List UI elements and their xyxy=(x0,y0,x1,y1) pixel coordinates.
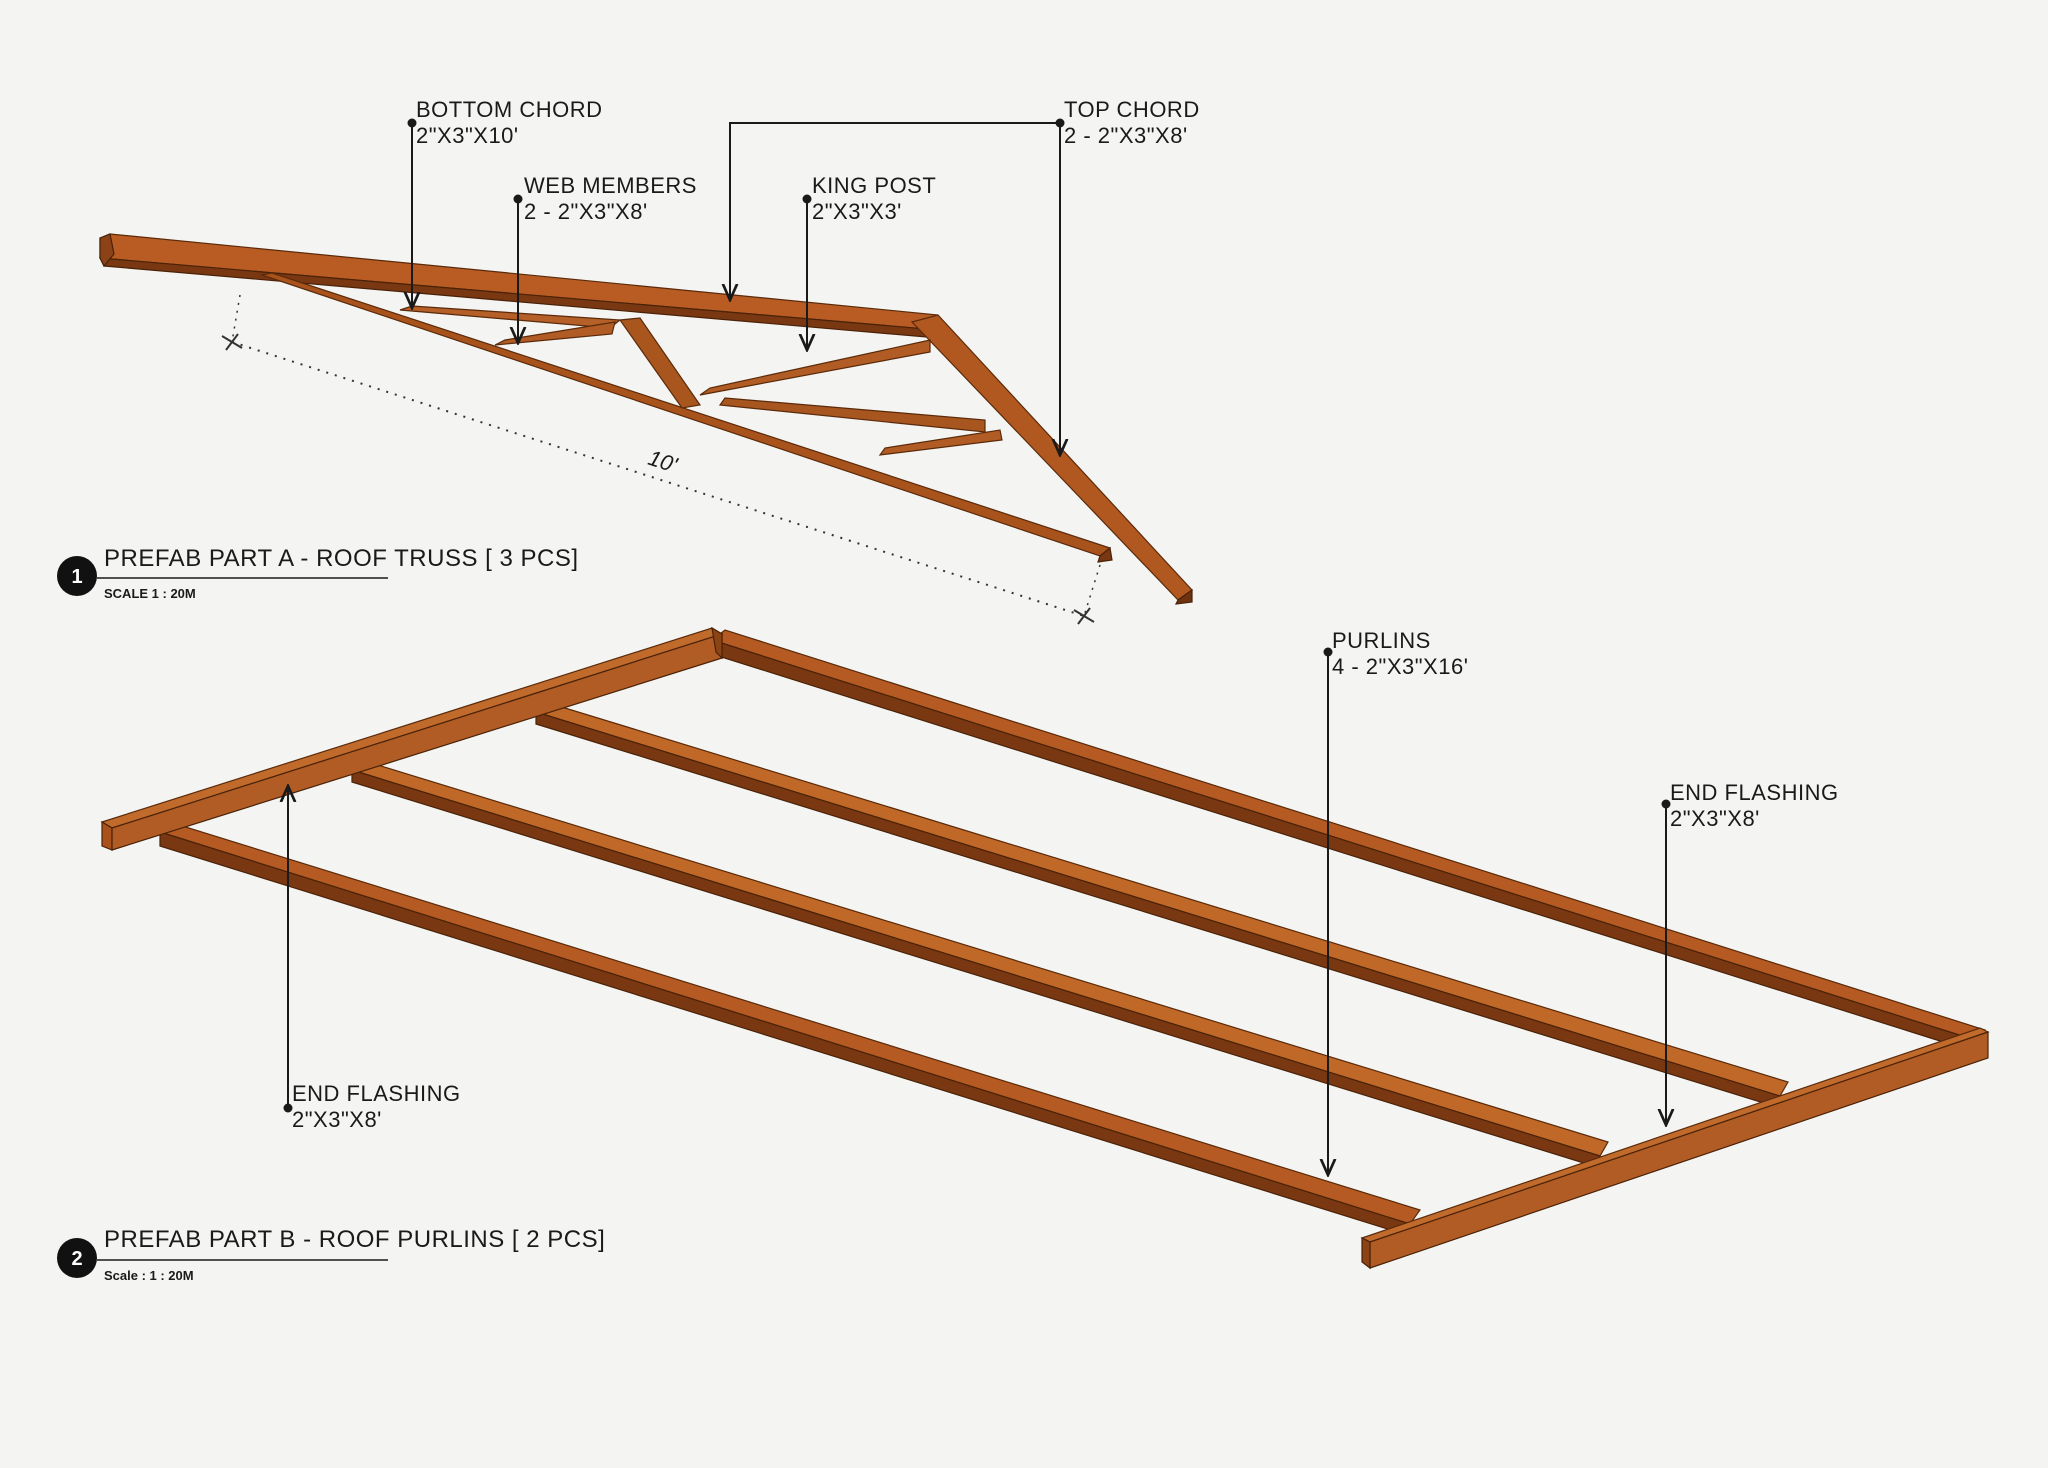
label-top-chord: TOP CHORD xyxy=(1064,97,1200,122)
label-bottom-chord-size: 2"X3"X10' xyxy=(416,123,519,148)
truss-web-member-4 xyxy=(718,397,986,433)
label-king-post: KING POST xyxy=(812,173,936,198)
view-title-text-2: PREFAB PART B - ROOF PURLINS [ 2 PCS] xyxy=(104,1226,605,1253)
truss-top-chord-end xyxy=(99,233,115,268)
purlin-callouts: PURLINS 4 - 2"X3"X16' END FLASHING 2"X3"… xyxy=(284,628,1839,1175)
truss-top-chord-right-end xyxy=(1174,588,1193,605)
view-number-badge-2 xyxy=(57,1238,97,1278)
truss-top-chord-right xyxy=(910,314,1193,601)
label-end-flashing-left: END FLASHING xyxy=(292,1081,461,1106)
label-king-post-size: 2"X3"X3' xyxy=(812,199,902,224)
label-end-flashing-left-size: 2"X3"X8' xyxy=(292,1107,382,1132)
truss-callouts: BOTTOM CHORD 2"X3"X10' WEB MEMBERS 2 - 2… xyxy=(408,97,1200,455)
truss-web-member-1 xyxy=(399,305,622,329)
end-flashing-left-corner xyxy=(711,626,723,660)
label-end-flashing-right-size: 2"X3"X8' xyxy=(1670,806,1760,831)
truss-web-member-5 xyxy=(878,429,1003,456)
label-web-members: WEB MEMBERS xyxy=(524,173,697,198)
dimension-extension-right xyxy=(1083,564,1101,617)
label-purlins: PURLINS xyxy=(1332,628,1431,653)
truss-king-post xyxy=(618,317,702,409)
end-flashing-right-end xyxy=(1361,1237,1371,1270)
purlin-rail-near xyxy=(158,823,1421,1225)
dimension-extension-left xyxy=(231,294,241,343)
view-title-1: 1 PREFAB PART A - ROOF TRUSS [ 3 PCS] SC… xyxy=(57,545,579,601)
purlin-2 xyxy=(534,703,1789,1097)
label-bottom-chord: BOTTOM CHORD xyxy=(416,97,602,122)
label-purlins-size: 4 - 2"X3"X16' xyxy=(1332,654,1468,679)
roof-purlins-drawing xyxy=(100,626,1990,1270)
view-title-2: 2 PREFAB PART B - ROOF PURLINS [ 2 PCS] … xyxy=(57,1226,605,1283)
truss-web-member-2 xyxy=(494,321,616,346)
view-number-badge-1 xyxy=(57,556,97,596)
purlin-rail-far-side xyxy=(711,639,1976,1053)
view-number-2: 2 xyxy=(71,1248,82,1270)
view-scale-2: Scale : 1 : 20M xyxy=(104,1268,194,1283)
label-top-chord-size: 2 - 2"X3"X8' xyxy=(1064,123,1188,148)
truss-web-member-3 xyxy=(699,339,931,396)
leader-top-chord-a xyxy=(730,122,1060,300)
view-scale-1: SCALE 1 : 20M xyxy=(104,586,196,601)
truss-bottom-chord-end xyxy=(1097,546,1113,563)
view-number-1: 1 xyxy=(71,566,82,588)
dimension-tick-left xyxy=(221,333,243,351)
dimension-tick-right xyxy=(1073,607,1095,625)
label-web-members-size: 2 - 2"X3"X8' xyxy=(524,199,648,224)
dimension-text: 10' xyxy=(645,445,681,478)
label-end-flashing-right: END FLASHING xyxy=(1670,780,1839,805)
dimension-line xyxy=(231,341,1085,617)
view-title-text-1: PREFAB PART A - ROOF TRUSS [ 3 PCS] xyxy=(104,545,579,572)
